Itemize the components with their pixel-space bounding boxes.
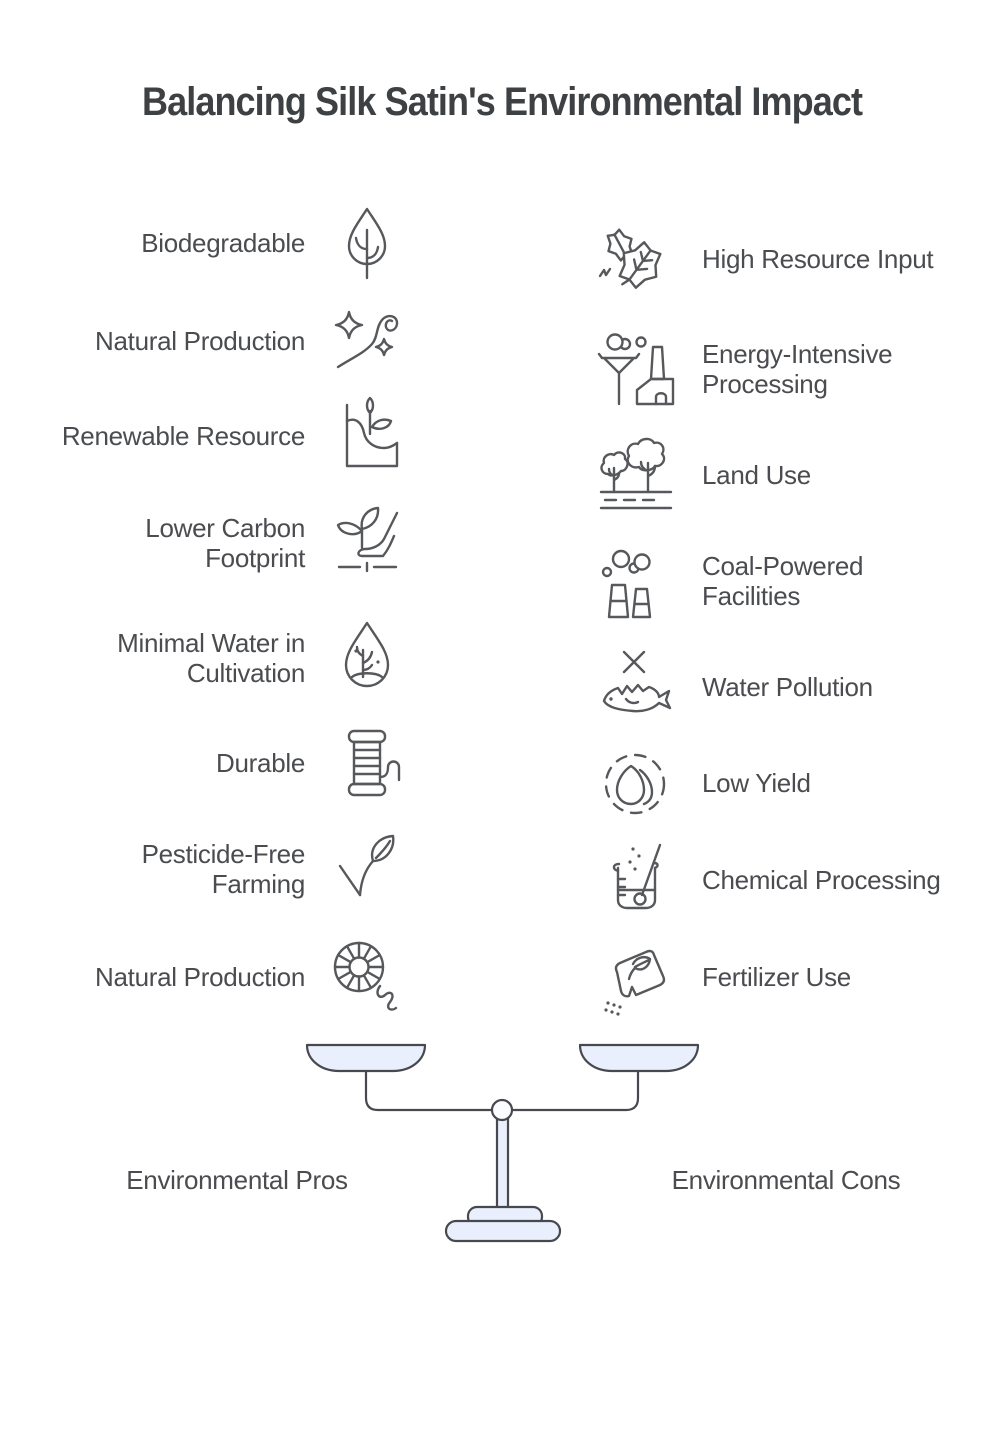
- chemical-beaker-icon: [612, 843, 662, 910]
- con-item-label: Energy-Intensive Processing: [702, 339, 893, 399]
- con-item-label: Water Pollution: [702, 672, 873, 702]
- pro-item-durable: Durable: [60, 718, 407, 808]
- pro-item-label: Pesticide-Free Farming: [141, 839, 306, 899]
- balance-scale: [305, 1043, 700, 1243]
- page-title: Balancing Silk Satin's Environmental Imp…: [0, 80, 1005, 125]
- pro-item-natural-production-2: Natural Production: [60, 932, 407, 1022]
- pro-item-natural-production: Natural Production: [60, 296, 407, 386]
- pro-item-label: Biodegradable: [141, 228, 305, 258]
- carbon-footprint-icon: [336, 506, 399, 573]
- pro-item-label: Natural Production: [95, 962, 305, 992]
- water-drop-cultivation-icon: [344, 621, 390, 688]
- mulberry-leaves-icon: [598, 228, 662, 289]
- pro-item-renewable-resource: Renewable Resource: [60, 391, 407, 481]
- con-item-label: Land Use: [702, 460, 811, 490]
- con-item-coal-powered: Coal-Powered Facilities: [596, 536, 976, 626]
- pro-item-label: Lower Carbon Footprint: [145, 513, 305, 573]
- pro-item-lower-carbon-footprint: Lower Carbon Footprint: [60, 498, 407, 588]
- cons-footer-label: Environmental Cons: [671, 1165, 901, 1195]
- con-item-energy-intensive: Energy-Intensive Processing: [596, 324, 976, 414]
- leaf-icon: [347, 207, 387, 280]
- con-item-label: High Resource Input: [702, 244, 934, 274]
- scale-pole: [495, 1116, 510, 1212]
- pro-item-label: Renewable Resource: [61, 421, 305, 451]
- scale-pivot: [490, 1098, 514, 1122]
- pro-item-biodegradable: Biodegradable: [60, 198, 407, 288]
- pro-item-label: Durable: [216, 748, 305, 778]
- cocoon-wheel-icon: [333, 941, 398, 1011]
- fertilizer-bag-icon: [604, 949, 666, 1016]
- con-item-label: Low Yield: [702, 768, 811, 798]
- land-trees-icon: [599, 437, 673, 510]
- scale-right-pan: [578, 1043, 700, 1073]
- thread-spool-icon: [347, 729, 401, 797]
- con-item-label: Fertilizer Use: [702, 962, 851, 992]
- con-item-chemical-processing: Chemical Processing: [596, 835, 976, 925]
- con-item-low-yield: Low Yield: [596, 738, 976, 828]
- pros-footer-label: Environmental Pros: [126, 1165, 348, 1195]
- con-item-land-use: Land Use: [596, 430, 976, 520]
- factory-energy-icon: [597, 333, 675, 406]
- fish-crossed-out-icon: [602, 650, 672, 713]
- coal-chimneys-icon: [601, 549, 652, 619]
- renewable-landscape-icon: [345, 396, 399, 468]
- scale-left-pan: [305, 1043, 427, 1073]
- pro-item-pesticide-free: Pesticide-Free Farming: [60, 824, 407, 914]
- con-item-water-pollution: Water Pollution: [596, 642, 976, 732]
- con-item-label: Chemical Processing: [702, 865, 941, 895]
- page-title-text: Balancing Silk Satin's Environmental Imp…: [142, 80, 863, 124]
- eggs-dashed-circle-icon: [604, 753, 666, 815]
- con-item-label: Coal-Powered Facilities: [702, 551, 864, 611]
- pro-item-label: Minimal Water in Cultivation: [117, 628, 305, 688]
- silkworm-sparkles-icon: [334, 310, 399, 369]
- leaf-checkmark-icon: [338, 834, 395, 897]
- con-item-fertilizer-use: Fertilizer Use: [596, 932, 976, 1022]
- pro-item-minimal-water: Minimal Water in Cultivation: [60, 613, 407, 703]
- scale-base-lower: [444, 1219, 562, 1243]
- pro-item-label: Natural Production: [95, 326, 305, 356]
- con-item-high-resource-input: High Resource Input: [596, 214, 976, 304]
